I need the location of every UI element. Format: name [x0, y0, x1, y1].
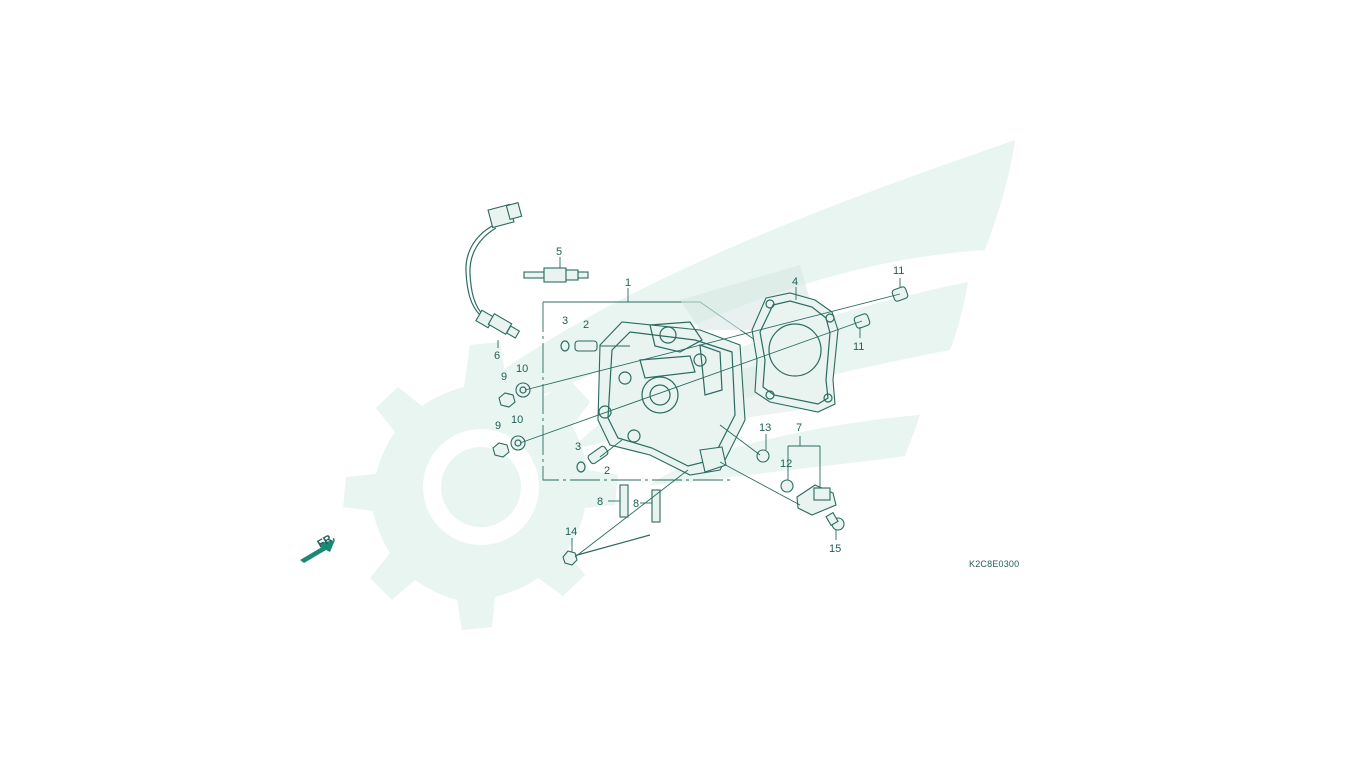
callout-12: 12	[780, 458, 792, 470]
diagram-code: K2C8E0300	[969, 559, 1019, 569]
callout-14: 14	[565, 526, 577, 538]
callout-10-upper: 10	[516, 363, 528, 375]
temperature-sensor-assembly	[756, 449, 845, 531]
callout-4: 4	[792, 276, 798, 288]
callout-13: 13	[759, 422, 771, 434]
oxygen-sensor	[465, 202, 523, 339]
callout-1: 1	[625, 277, 631, 289]
callout-3-upper: 3	[562, 315, 568, 327]
callout-8-left: 8	[597, 496, 603, 508]
cylinder-head	[597, 321, 746, 476]
callout-10-lower: 10	[511, 414, 523, 426]
front-direction-arrow: FR.	[300, 531, 337, 563]
spark-plug	[523, 267, 589, 283]
nut-washer-upper	[498, 382, 531, 408]
callout-6: 6	[494, 350, 500, 362]
callout-11-upper: 11	[893, 265, 904, 277]
callouts: 1 2 2 3 3 4 5 6 7 8 8 9 9 10 10 11 11 12…	[494, 246, 904, 555]
nut-washer-lower	[492, 435, 526, 458]
dowel-pin-lower	[576, 445, 609, 473]
callout-8-right: 8	[633, 498, 639, 510]
callout-9-lower: 9	[495, 420, 501, 432]
dowel-pin-upper	[560, 340, 598, 352]
leader-lines	[497, 257, 901, 558]
callout-7: 7	[796, 422, 802, 434]
callout-11-lower: 11	[853, 341, 864, 353]
callout-3-lower: 3	[575, 441, 581, 453]
callout-2-upper: 2	[583, 319, 589, 331]
direction-label: FR.	[316, 531, 337, 550]
stud-bolts	[619, 484, 661, 523]
long-bolt	[562, 534, 651, 566]
callout-9-upper: 9	[501, 371, 507, 383]
cylinder-head-gasket	[751, 292, 839, 413]
callout-15: 15	[829, 543, 841, 555]
callout-5: 5	[556, 246, 562, 258]
callout-2-lower: 2	[604, 465, 610, 477]
